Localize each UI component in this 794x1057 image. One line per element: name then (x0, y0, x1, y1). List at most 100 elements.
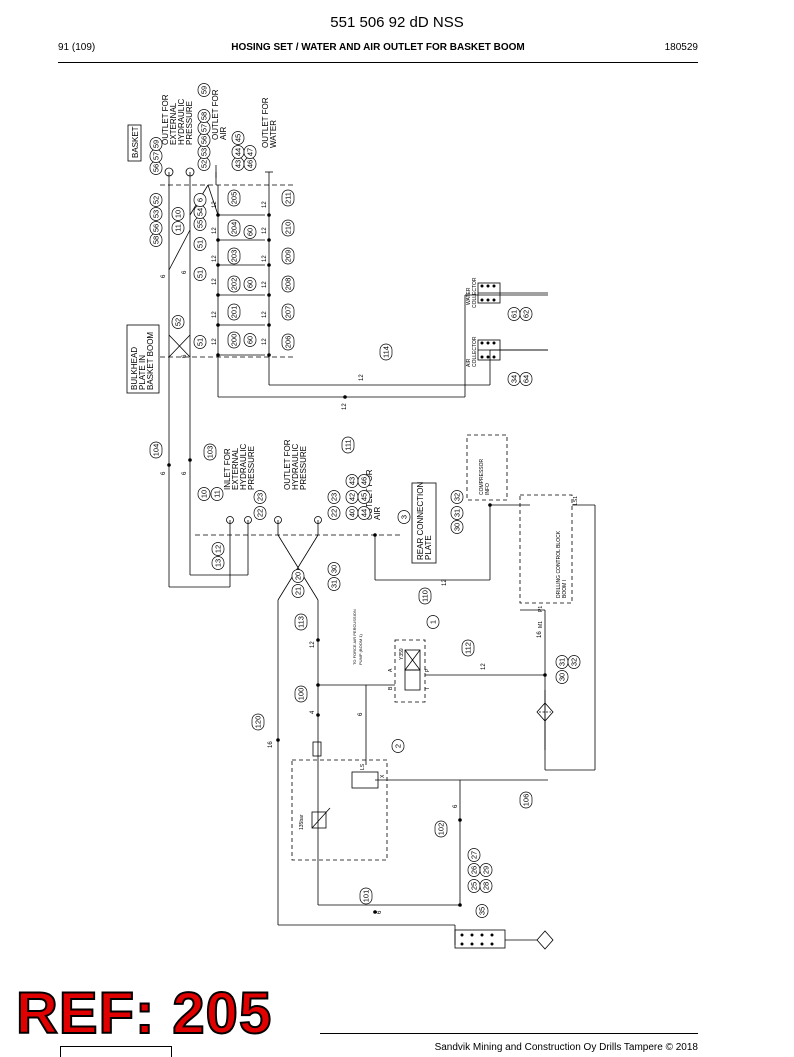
callout-number: 55 (196, 220, 205, 228)
callout-number: 6 (196, 198, 205, 202)
callout-c104: 104 (149, 441, 163, 459)
callout-c27: 27 (467, 848, 481, 862)
hose-size-h16a: 16 (268, 741, 274, 748)
callout-c26: 26 (467, 863, 481, 877)
callout-c120: 120 (251, 713, 265, 731)
company-logo (60, 1046, 172, 1057)
callout-c44b: 44 (357, 506, 371, 520)
callout-c30c: 30 (555, 670, 569, 684)
callout-bubble (359, 887, 373, 905)
callout-bubble (243, 225, 257, 239)
port-ls: LS (360, 763, 366, 770)
callout-c201: 201 (227, 303, 241, 321)
callout-c22a: 22 (253, 506, 267, 520)
callout-c46: 46 (243, 157, 257, 171)
hose-size-h12p: 12 (310, 641, 316, 648)
hose-size-h12a: 12 (212, 201, 218, 208)
callout-number: 64 (522, 375, 531, 383)
callout-number: 52 (174, 318, 183, 326)
drilling-block-line-1: DRILLING CONTROL BLOCK (556, 530, 562, 598)
callout-c51a: 51 (193, 237, 207, 251)
callout-number: 32 (453, 493, 462, 501)
callout-number: 31 (558, 658, 567, 666)
callout-bubble (227, 331, 241, 349)
callout-bubble (227, 189, 241, 207)
bulkhead-line-3: BASKET BOOM (146, 332, 155, 390)
callout-c204: 204 (227, 219, 241, 237)
callout-c60b: 60 (243, 277, 257, 291)
callout-bubble (203, 443, 217, 461)
callout-number: 1 (429, 620, 438, 624)
callout-c21: 21 (291, 584, 305, 598)
document-code: 180529 (664, 42, 698, 53)
port-t: T (425, 687, 431, 690)
callout-number: 10 (174, 210, 183, 218)
callout-c61: 61 (507, 307, 521, 321)
callout-bubble (461, 639, 475, 657)
callout-c101: 101 (359, 887, 373, 905)
callout-c200: 200 (227, 331, 241, 349)
callout-number: 51 (196, 338, 205, 346)
callout-c52d: 52 (171, 315, 185, 329)
hose-size-h6d: 6 (161, 471, 167, 475)
hose-size-h12k: 12 (212, 338, 218, 345)
callout-c31a: 31 (450, 506, 464, 520)
callout-c32c: 32 (567, 655, 581, 669)
callout-bubble (210, 487, 224, 501)
callout-number: 103 (206, 446, 215, 459)
callout-c206: 206 (281, 333, 295, 351)
callout-c114: 114 (379, 343, 393, 361)
callout-number: 46 (246, 160, 255, 168)
callout-number: 20 (294, 572, 303, 580)
callout-bubble (327, 577, 341, 591)
callout-c43: 43 (231, 157, 245, 171)
port-m1: M1 (538, 621, 544, 628)
outlet-ext-hyd-line-3: HYDRAULIC (177, 99, 186, 145)
port-x: X (380, 774, 386, 778)
callout-bubble (149, 193, 163, 207)
callout-c60c: 60 (243, 333, 257, 347)
callout-bubble (231, 131, 245, 145)
callout-c12: 12 (211, 542, 225, 556)
callout-c23b: 23 (327, 490, 341, 504)
callout-number: 62 (522, 310, 531, 318)
callout-number: 32 (570, 658, 579, 666)
callout-number: 12 (214, 545, 223, 553)
callout-c23a: 23 (253, 490, 267, 504)
header-rule (58, 62, 698, 63)
callout-bubble (418, 587, 432, 605)
hose-size-h12d: 12 (262, 227, 268, 234)
callout-number: 204 (230, 222, 239, 235)
callout-c34: 34 (507, 372, 521, 386)
callout-number: 34 (510, 375, 519, 383)
callout-bubble (149, 137, 163, 151)
callout-number: 58 (152, 236, 161, 244)
callout-c11b: 11 (210, 487, 224, 501)
callout-bubble (519, 307, 533, 321)
callout-bubble (171, 315, 185, 329)
callout-number: 209 (284, 250, 293, 263)
callout-c208: 208 (281, 275, 295, 293)
callout-number: 54 (196, 208, 205, 216)
callout-number: 21 (294, 587, 303, 595)
callout-c32a: 32 (450, 490, 464, 504)
callout-bubble (281, 303, 295, 321)
callout-number: 59 (152, 140, 161, 148)
callout-bubble (193, 193, 207, 207)
callout-bubble (149, 441, 163, 459)
footer-rule (320, 1033, 698, 1034)
hose-size-h12n: 12 (342, 403, 348, 410)
outlet-water-line-1: OUTLET FOR (261, 97, 270, 148)
callout-c45: 45 (231, 131, 245, 145)
callout-number: 45 (360, 493, 369, 501)
callout-bubble (450, 506, 464, 520)
port-ls1: LS1 (573, 496, 579, 505)
callout-c10b: 10 (197, 487, 211, 501)
callout-bubble (227, 219, 241, 237)
rear-connection-line-1: REAR CONNECTION (416, 482, 425, 560)
callout-number: 205 (230, 192, 239, 205)
callout-bubble (243, 277, 257, 291)
callout-bubbles: 5657595253565758594344454647585653521110… (149, 83, 581, 918)
callout-c51c: 51 (193, 335, 207, 349)
